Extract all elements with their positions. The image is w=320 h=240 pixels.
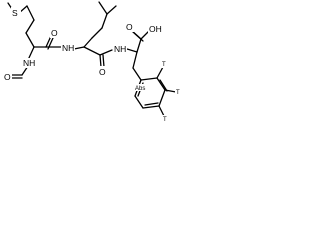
bond <box>83 37 93 48</box>
leucine-nh-label: NH <box>62 43 74 53</box>
methionine-backbone <box>25 32 63 61</box>
tritium-top-label: T <box>162 62 166 68</box>
bond <box>98 1 108 15</box>
sulfur-label: S <box>12 8 18 18</box>
tritium-right-label: T <box>176 90 180 96</box>
bond <box>99 49 113 56</box>
bond <box>25 32 35 48</box>
phenylalanine-nh-label: NH <box>114 44 126 54</box>
bond <box>99 54 102 68</box>
leucine-backbone <box>73 37 113 68</box>
bond <box>159 79 168 92</box>
leucine-side-chain <box>91 1 117 39</box>
bond <box>102 54 105 68</box>
bond <box>27 46 35 61</box>
bond <box>156 66 164 79</box>
leucine-carbonyl-oxygen-label: O <box>99 67 106 77</box>
bond <box>26 5 35 21</box>
bond <box>73 46 85 50</box>
bond <box>158 105 165 117</box>
abs-stereo-label: Abs <box>135 86 145 92</box>
bond <box>126 48 138 53</box>
formyl-oxygen-label: O <box>4 72 11 82</box>
bond <box>101 13 108 29</box>
bond <box>156 77 166 91</box>
bond <box>136 38 142 53</box>
tritium-bottom-label: T <box>163 117 167 123</box>
bond <box>132 31 144 42</box>
hydroxyl-label: OH <box>149 24 162 34</box>
molecule-canvas: S NH O O NH O NH OH O Abs T T T <box>0 0 195 143</box>
bond <box>132 51 138 69</box>
bond <box>164 89 177 93</box>
atom-labels: S NH O O NH O NH OH O Abs T T T <box>3 7 182 123</box>
bond <box>142 105 160 109</box>
acid-carbonyl-oxygen-label: O <box>126 22 133 32</box>
chemical-structure-diagram: S NH O O NH O NH OH O Abs T T T <box>3 1 182 123</box>
bond <box>134 95 144 109</box>
phenylalanine-backbone <box>126 29 151 69</box>
methionine-nh-label: NH <box>23 58 35 68</box>
bond <box>25 19 35 34</box>
methionine-carbonyl-oxygen-label: O <box>51 28 58 38</box>
bond <box>132 67 142 81</box>
bond <box>158 89 166 107</box>
bond <box>91 27 103 39</box>
bond <box>106 5 117 15</box>
bond <box>144 102 159 106</box>
bond <box>83 46 101 56</box>
bond <box>140 77 158 81</box>
